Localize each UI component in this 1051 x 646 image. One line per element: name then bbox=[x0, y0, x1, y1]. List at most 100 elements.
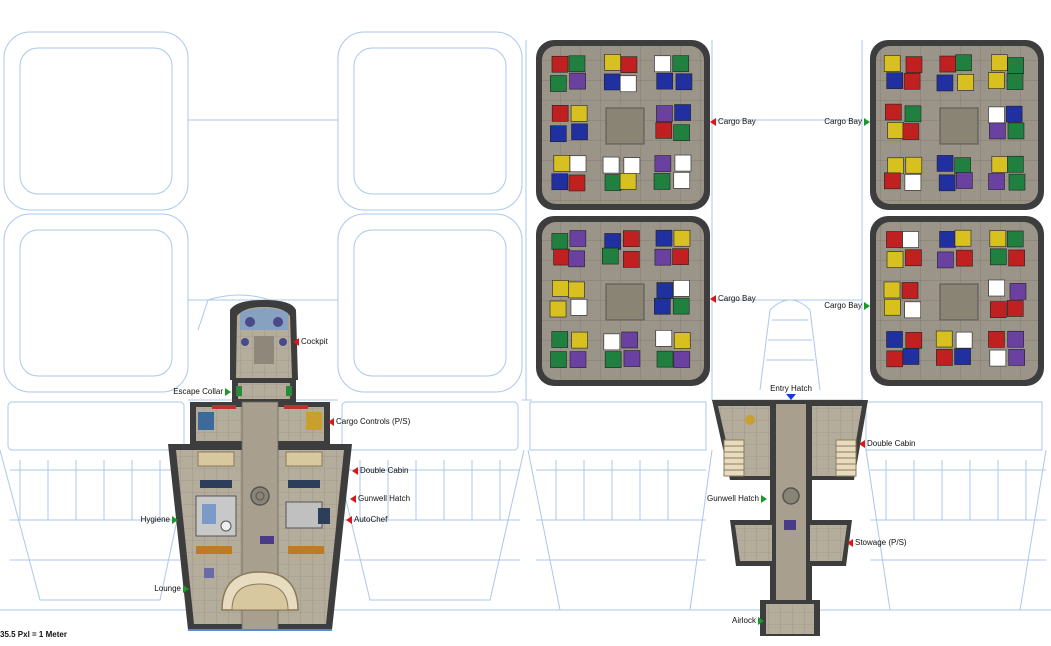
cargo-crate bbox=[988, 106, 1005, 124]
label-lounge: Lounge bbox=[154, 584, 189, 594]
cargo-crate bbox=[1005, 105, 1023, 123]
crate-cluster bbox=[886, 331, 923, 368]
cargo-crate bbox=[905, 56, 923, 73]
label-escape-collar: Escape Collar bbox=[173, 387, 231, 397]
crate-cluster bbox=[551, 154, 587, 192]
crate-cluster bbox=[549, 280, 588, 318]
cargo-crate bbox=[571, 123, 588, 141]
cargo-crate bbox=[989, 248, 1007, 266]
cargo-crate bbox=[988, 279, 1005, 297]
cargo-crate bbox=[551, 173, 569, 191]
cargo-crate bbox=[1006, 300, 1024, 317]
cargo-crate bbox=[603, 333, 621, 351]
crate-cluster bbox=[550, 331, 588, 368]
left-stairs bbox=[723, 439, 745, 477]
crate-cluster bbox=[603, 331, 641, 368]
cargo-crate bbox=[988, 331, 1005, 348]
crate-cluster bbox=[935, 330, 973, 366]
crate-cluster bbox=[937, 229, 973, 269]
green-pointer-icon bbox=[172, 516, 178, 524]
green-pointer-icon bbox=[183, 585, 189, 593]
red-pointer-icon bbox=[847, 539, 853, 547]
cargo-crate bbox=[619, 75, 637, 93]
red-pointer-icon bbox=[328, 418, 334, 426]
crate-cluster bbox=[988, 330, 1025, 367]
cargo-crate bbox=[938, 174, 956, 192]
cargo-crate bbox=[936, 155, 954, 172]
cargo-crate bbox=[672, 297, 690, 315]
crate-cluster bbox=[883, 55, 923, 90]
cargo-crate bbox=[570, 105, 588, 122]
pilot-seat bbox=[245, 317, 255, 327]
cargo-crate bbox=[935, 330, 953, 348]
cargo-crate bbox=[553, 248, 570, 266]
red-pointer-icon bbox=[710, 295, 716, 303]
cargo-crate bbox=[904, 174, 922, 191]
copilot-seat bbox=[273, 317, 283, 327]
cargo-crate bbox=[1008, 349, 1025, 366]
cargo-crate bbox=[886, 231, 903, 248]
cargo-crate bbox=[568, 55, 586, 73]
cargo-crate bbox=[672, 55, 690, 72]
cargo-crate bbox=[655, 122, 673, 139]
cargo-crate bbox=[655, 330, 673, 347]
crate-cluster bbox=[550, 105, 588, 143]
cargo-crate bbox=[654, 248, 672, 266]
label-cargo-controls: Cargo Controls (P/S) bbox=[328, 417, 410, 427]
cargo-crate bbox=[656, 72, 673, 90]
cargo-crate bbox=[955, 54, 972, 72]
red-pointer-icon bbox=[710, 118, 716, 126]
label-entry-hatch: Entry Hatch bbox=[766, 384, 816, 400]
cargo-crate bbox=[602, 156, 620, 174]
cargo-crate bbox=[656, 350, 674, 368]
autochef-unit bbox=[285, 501, 323, 529]
blueprint-module-1 bbox=[0, 31, 193, 601]
cargo-crate bbox=[989, 122, 1006, 140]
cargo-crate bbox=[674, 104, 691, 121]
cargo-crate bbox=[904, 105, 922, 123]
cargo-crate bbox=[1007, 330, 1024, 348]
gunwell-hatch-right bbox=[782, 487, 800, 505]
cargo-hub bbox=[939, 283, 979, 321]
cargo-crate bbox=[902, 123, 920, 140]
cargo-crate bbox=[551, 331, 569, 348]
bunk-left bbox=[197, 451, 235, 467]
left-ship-deck bbox=[168, 300, 352, 631]
cargo-crate bbox=[569, 351, 587, 368]
cargo-crate bbox=[550, 351, 567, 368]
green-pointer-icon bbox=[864, 118, 870, 126]
cargo-crate bbox=[956, 172, 973, 189]
cargo-crate bbox=[991, 156, 1009, 173]
cargo-crate bbox=[673, 332, 691, 349]
cargo-crate bbox=[954, 157, 971, 174]
cargo-crate bbox=[570, 299, 588, 316]
cargo-crate bbox=[903, 72, 921, 90]
cargo-crate bbox=[1008, 173, 1026, 191]
cargo-crate bbox=[988, 72, 1005, 89]
crate-cluster bbox=[988, 155, 1026, 191]
label-cargo-bay-3: Cargo Bay bbox=[824, 117, 870, 127]
crate-cluster bbox=[654, 280, 690, 315]
cargo-crate bbox=[673, 229, 691, 247]
cargo-crate bbox=[887, 157, 904, 175]
cargo-crate bbox=[904, 301, 921, 319]
label-cargo-bay-1: Cargo Bay bbox=[710, 117, 756, 127]
cargo-crate bbox=[571, 331, 588, 349]
cargo-crate bbox=[887, 122, 904, 139]
cargo-crate bbox=[654, 55, 671, 73]
blueprint-module-2 bbox=[333, 31, 525, 601]
cargo-crate bbox=[551, 55, 569, 73]
red-pointer-icon bbox=[293, 338, 299, 346]
cargo-crate bbox=[654, 155, 672, 172]
label-airlock: Airlock bbox=[732, 616, 764, 626]
label-hygiene: Hygiene bbox=[141, 515, 178, 525]
crate-cluster bbox=[886, 231, 922, 268]
cargo-crate bbox=[552, 280, 569, 297]
cargo-crate bbox=[1007, 155, 1024, 173]
green-pointer-icon bbox=[225, 388, 231, 396]
green-pointer-icon bbox=[864, 302, 870, 310]
red-pointer-icon bbox=[352, 467, 358, 475]
cargo-crate bbox=[939, 231, 956, 248]
cargo-crate bbox=[623, 251, 640, 268]
